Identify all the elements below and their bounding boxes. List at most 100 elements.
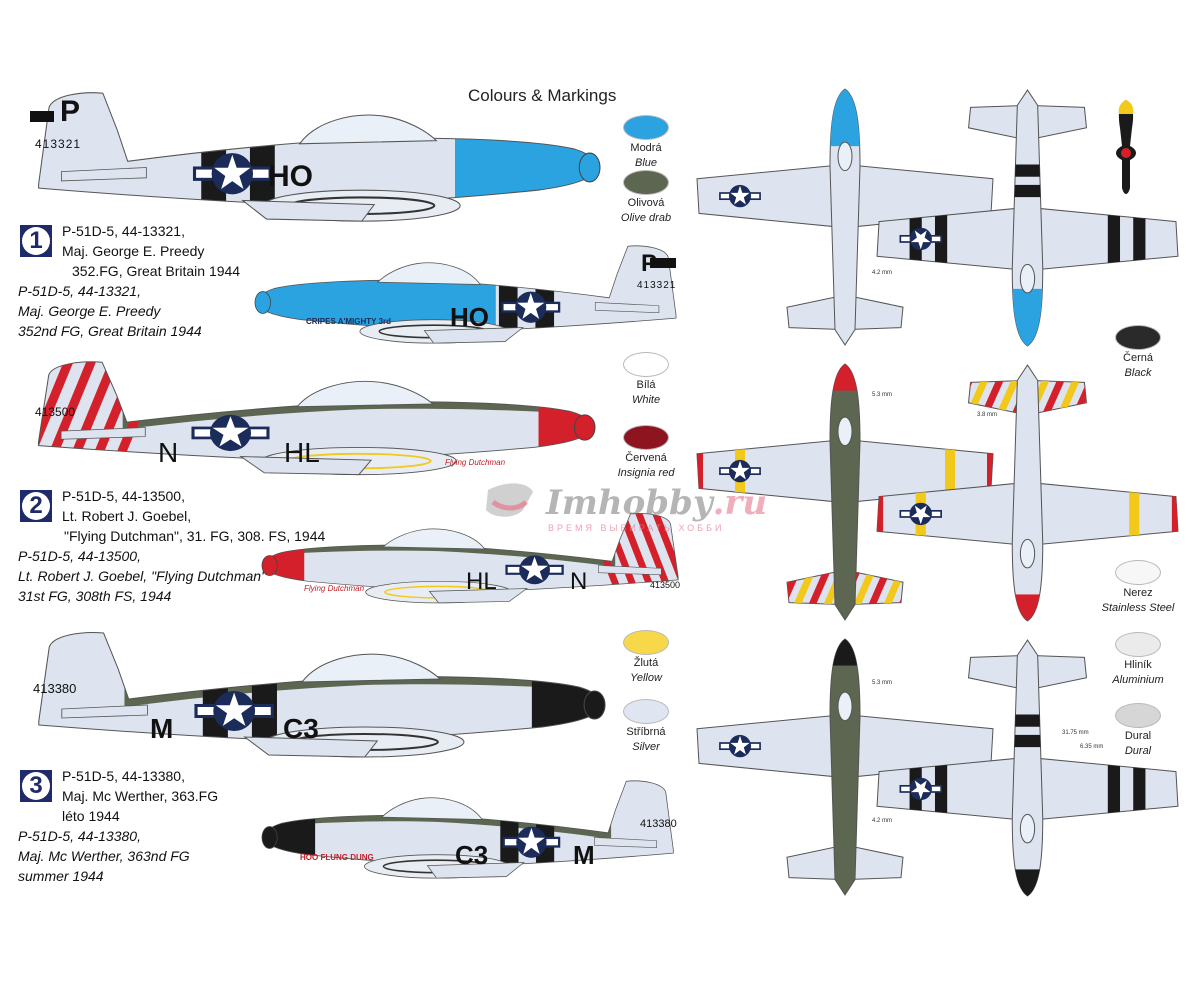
caption-line: Lt. Robert J. Goebel, <box>62 508 192 524</box>
page-title: Colours & Markings <box>468 86 617 105</box>
tail-serial: 413500 <box>35 405 76 419</box>
caption-line-en: P-51D-5, 44-13500, <box>18 548 141 564</box>
swatch <box>623 170 669 195</box>
paint-name-en: Silver <box>632 741 660 753</box>
dimension-label: 31.75 mm <box>1062 730 1089 736</box>
fuselage-code-right: C3 <box>455 840 489 870</box>
watermark-slogan: ВРЕМЯ ВЫБИРАТЬ ХОББИ <box>548 523 725 533</box>
fuselage-code-right: HL <box>284 437 320 468</box>
side-profile-scheme-2 <box>261 513 679 604</box>
lower-view-scheme-2 <box>876 364 1179 622</box>
lower-view-scheme-1 <box>876 89 1179 347</box>
paint-name-cz: Černá <box>1123 352 1153 364</box>
paint-name-en: White <box>631 394 661 406</box>
tail-serial: 413321 <box>637 280 677 291</box>
fuselage-code-right: HL <box>466 568 497 595</box>
caption-line: Maj. Mc Werther, 363.FG <box>62 788 219 804</box>
paint-name-cz: Modrá <box>630 142 662 154</box>
dimension-label: 3.8 mm <box>977 412 998 418</box>
caption-line-en: summer 1944 <box>18 868 104 884</box>
fuselage-code-left: N <box>570 568 588 595</box>
paint-name-en: Yellow <box>630 672 662 684</box>
swatch <box>623 115 669 140</box>
side-profile-scheme-3 <box>38 632 606 758</box>
swatch <box>1115 703 1161 728</box>
fuselage-code-left: M <box>150 713 174 744</box>
paint-name-en: Aluminium <box>1112 674 1164 686</box>
swatch <box>1115 560 1161 585</box>
paint-name-en: Dural <box>1124 745 1152 757</box>
us-star-insignia <box>192 153 272 195</box>
caption-line: "Flying Dutchman", 31. FG, 308. FS, 1944 <box>64 528 326 544</box>
dimension-label: 6.35 mm <box>1080 744 1104 750</box>
paint-name-en: Black <box>1124 367 1152 379</box>
caption-line-en: 352nd FG, Great Britain 1944 <box>18 323 202 339</box>
us-star-insignia <box>502 826 561 858</box>
tail-serial: 413321 <box>35 137 82 151</box>
lower-view-scheme-3 <box>876 639 1179 897</box>
caption-line: P-51D-5, 44-13380, <box>62 768 185 784</box>
swatch <box>623 425 669 450</box>
paint-name-cz: Olivová <box>627 197 665 209</box>
scheme-number-badge: 3 <box>20 770 52 802</box>
dimension-label: 5.3 mm <box>872 680 893 686</box>
watermark-chair-icon <box>486 483 533 517</box>
caption-line: P-51D-5, 44-13321, <box>62 223 185 239</box>
side-profile-scheme-3 <box>261 780 674 879</box>
us-star-insignia <box>505 555 564 585</box>
tail-letter: P <box>60 95 81 128</box>
us-star-insignia <box>899 227 942 251</box>
paint-name-cz: Červená <box>625 452 667 464</box>
upper-view-scheme-1 <box>696 88 994 346</box>
watermark-brand: Imhobby <box>546 483 713 523</box>
paint-name-en: Blue <box>634 157 658 169</box>
scheme-number-badge: 1 <box>20 225 52 257</box>
paint-name-cz: Žlutá <box>633 657 659 669</box>
dimension-label: 5.3 mm <box>872 392 893 398</box>
paint-name-en: Stainless Steel <box>1101 602 1175 614</box>
side-profile-scheme-1 <box>38 92 601 222</box>
dimension-label: 4.2 mm <box>872 270 893 276</box>
us-star-insignia <box>899 777 942 801</box>
scheme-number-badge: 2 <box>20 490 52 522</box>
paint-name-cz: Bílá <box>636 379 656 391</box>
nose-art: Flying Dutchman <box>445 458 506 467</box>
tail-letter: P <box>641 250 658 277</box>
tail-serial: 413380 <box>640 818 677 830</box>
caption-line: léto 1944 <box>62 808 120 824</box>
tail-serial: 413380 <box>33 681 77 696</box>
paint-name-cz: Hliník <box>1124 659 1152 671</box>
dimension-label: 4.2 mm <box>872 818 893 824</box>
fuselage-code: HO <box>268 160 313 193</box>
fuselage-code-left: M <box>573 840 595 870</box>
paint-name-en: Insignia red <box>617 467 675 479</box>
caption-line: Maj. George E. Preedy <box>62 243 205 259</box>
paint-name-en: Olive drab <box>620 212 672 224</box>
swatch <box>623 352 669 377</box>
us-star-insignia <box>719 184 761 208</box>
caption-line-en: Maj. Mc Werther, 363nd FG <box>18 848 190 864</box>
side-profile-scheme-2 <box>37 361 596 476</box>
swatch <box>1115 632 1161 657</box>
paint-name-cz: Stříbrná <box>626 726 666 738</box>
caption-line-en: 31st FG, 308th FS, 1944 <box>18 588 172 604</box>
paint-name-cz: Dural <box>1124 730 1152 742</box>
fuselage-code-right: C3 <box>283 713 319 744</box>
fuselage-code: HO <box>450 302 489 332</box>
us-star-insignia <box>501 291 561 323</box>
watermark-tld: .ru <box>712 483 768 523</box>
us-star-insignia <box>191 414 270 452</box>
swatch <box>623 630 669 655</box>
propeller-blade-icon <box>1116 100 1136 194</box>
swatch <box>1115 325 1161 350</box>
tail-black-bar <box>650 258 676 268</box>
nose-art: HOO FLUNG DUNG <box>300 853 374 862</box>
us-star-insignia <box>899 502 942 526</box>
caption-line: 352.FG, Great Britain 1944 <box>72 263 241 279</box>
swatch <box>623 699 669 724</box>
us-star-insignia <box>719 459 761 483</box>
nose-art: Flying Dutchman <box>304 584 365 593</box>
upper-view-scheme-3 <box>696 638 994 896</box>
tail-black-bar <box>30 111 54 122</box>
caption-line-en: P-51D-5, 44-13321, <box>18 283 141 299</box>
